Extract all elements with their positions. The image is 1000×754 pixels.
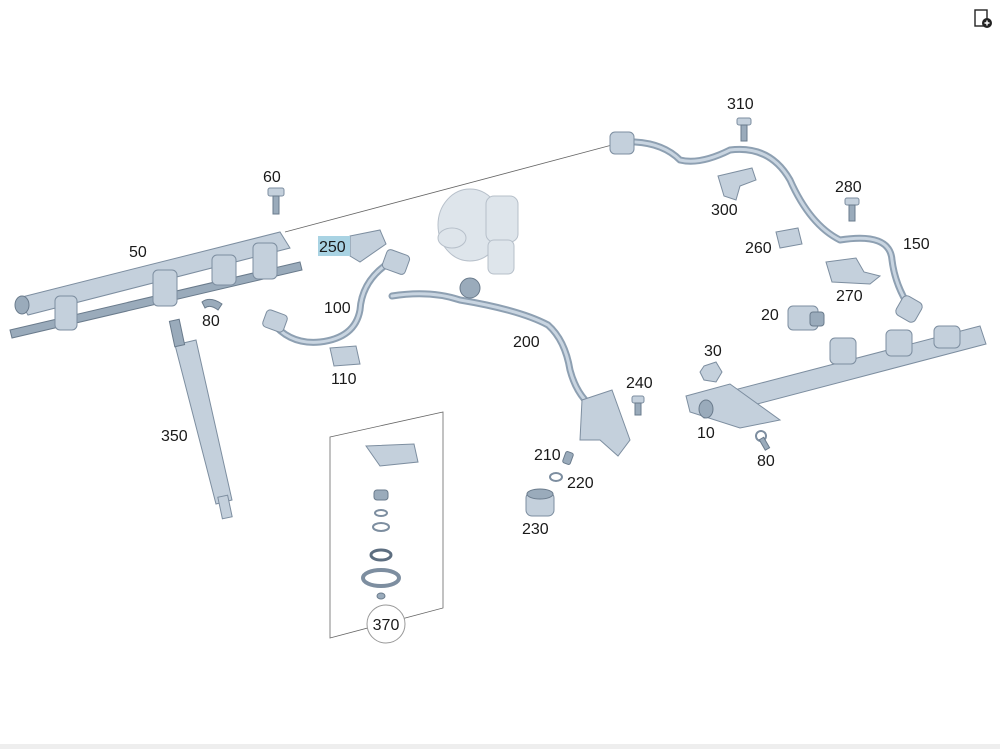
part-80-clip-right[interactable] bbox=[755, 430, 771, 451]
part-220-ring[interactable] bbox=[549, 472, 563, 482]
callout-270[interactable]: 270 bbox=[836, 288, 863, 305]
callout-150[interactable]: 150 bbox=[903, 236, 930, 253]
callout-230[interactable]: 230 bbox=[522, 521, 549, 538]
part-240-bolt[interactable] bbox=[631, 395, 645, 416]
callout-30[interactable]: 30 bbox=[704, 343, 722, 360]
callout-80-right[interactable]: 80 bbox=[757, 453, 775, 470]
part-370-seal-kit[interactable] bbox=[329, 411, 444, 639]
part-310-bolt[interactable] bbox=[736, 117, 752, 142]
part-110-clip[interactable] bbox=[329, 345, 361, 367]
leader-line bbox=[284, 144, 613, 233]
part-210-pin[interactable] bbox=[562, 451, 574, 465]
part-280-bolt[interactable] bbox=[844, 197, 860, 222]
part-150-fuel-line[interactable] bbox=[609, 131, 924, 324]
part-250-bracket[interactable] bbox=[349, 229, 387, 263]
part-350-injector[interactable] bbox=[168, 318, 233, 520]
callout-370-circle bbox=[366, 604, 406, 644]
callout-200[interactable]: 200 bbox=[513, 334, 540, 351]
part-230-cap[interactable] bbox=[525, 488, 555, 517]
high-pressure-pump bbox=[437, 188, 519, 275]
part-50-fuel-rail-left[interactable] bbox=[9, 231, 303, 339]
callout-250[interactable]: 250 bbox=[319, 239, 346, 256]
callout-300[interactable]: 300 bbox=[711, 202, 738, 219]
callout-280[interactable]: 280 bbox=[835, 179, 862, 196]
callout-220[interactable]: 220 bbox=[567, 475, 594, 492]
part-60-bolt[interactable] bbox=[267, 187, 285, 215]
part-100-fuel-line[interactable] bbox=[262, 248, 411, 346]
part-30-nut[interactable] bbox=[699, 361, 723, 383]
bottom-bar bbox=[0, 744, 1000, 749]
callout-60[interactable]: 60 bbox=[263, 169, 281, 186]
part-270-bracket[interactable] bbox=[825, 257, 882, 285]
callout-10[interactable]: 10 bbox=[697, 425, 715, 442]
callout-240[interactable]: 240 bbox=[626, 375, 653, 392]
callout-210[interactable]: 210 bbox=[534, 447, 561, 464]
callout-310[interactable]: 310 bbox=[727, 96, 754, 113]
callout-260[interactable]: 260 bbox=[745, 240, 772, 257]
callout-110[interactable]: 110 bbox=[331, 371, 357, 388]
callout-100[interactable]: 100 bbox=[324, 300, 351, 317]
part-300-bracket[interactable] bbox=[717, 167, 757, 201]
callout-370[interactable]: 370 bbox=[373, 617, 400, 634]
callout-250-highlight bbox=[318, 236, 350, 256]
part-260-clip[interactable] bbox=[775, 227, 803, 249]
callout-50[interactable]: 50 bbox=[129, 244, 147, 261]
document-export-icon[interactable] bbox=[970, 6, 996, 32]
part-80-clip-left[interactable] bbox=[201, 298, 223, 311]
callout-20[interactable]: 20 bbox=[761, 307, 779, 324]
part-20-sensor[interactable] bbox=[787, 305, 825, 331]
callout-350[interactable]: 350 bbox=[161, 428, 188, 445]
callout-80-left[interactable]: 80 bbox=[202, 313, 220, 330]
part-200-fuel-line[interactable] bbox=[388, 277, 631, 457]
callouts: 10 20 30 50 60 80 80 100 110 150 200 210… bbox=[129, 96, 930, 644]
part-10-fuel-rail-right[interactable] bbox=[685, 325, 987, 429]
